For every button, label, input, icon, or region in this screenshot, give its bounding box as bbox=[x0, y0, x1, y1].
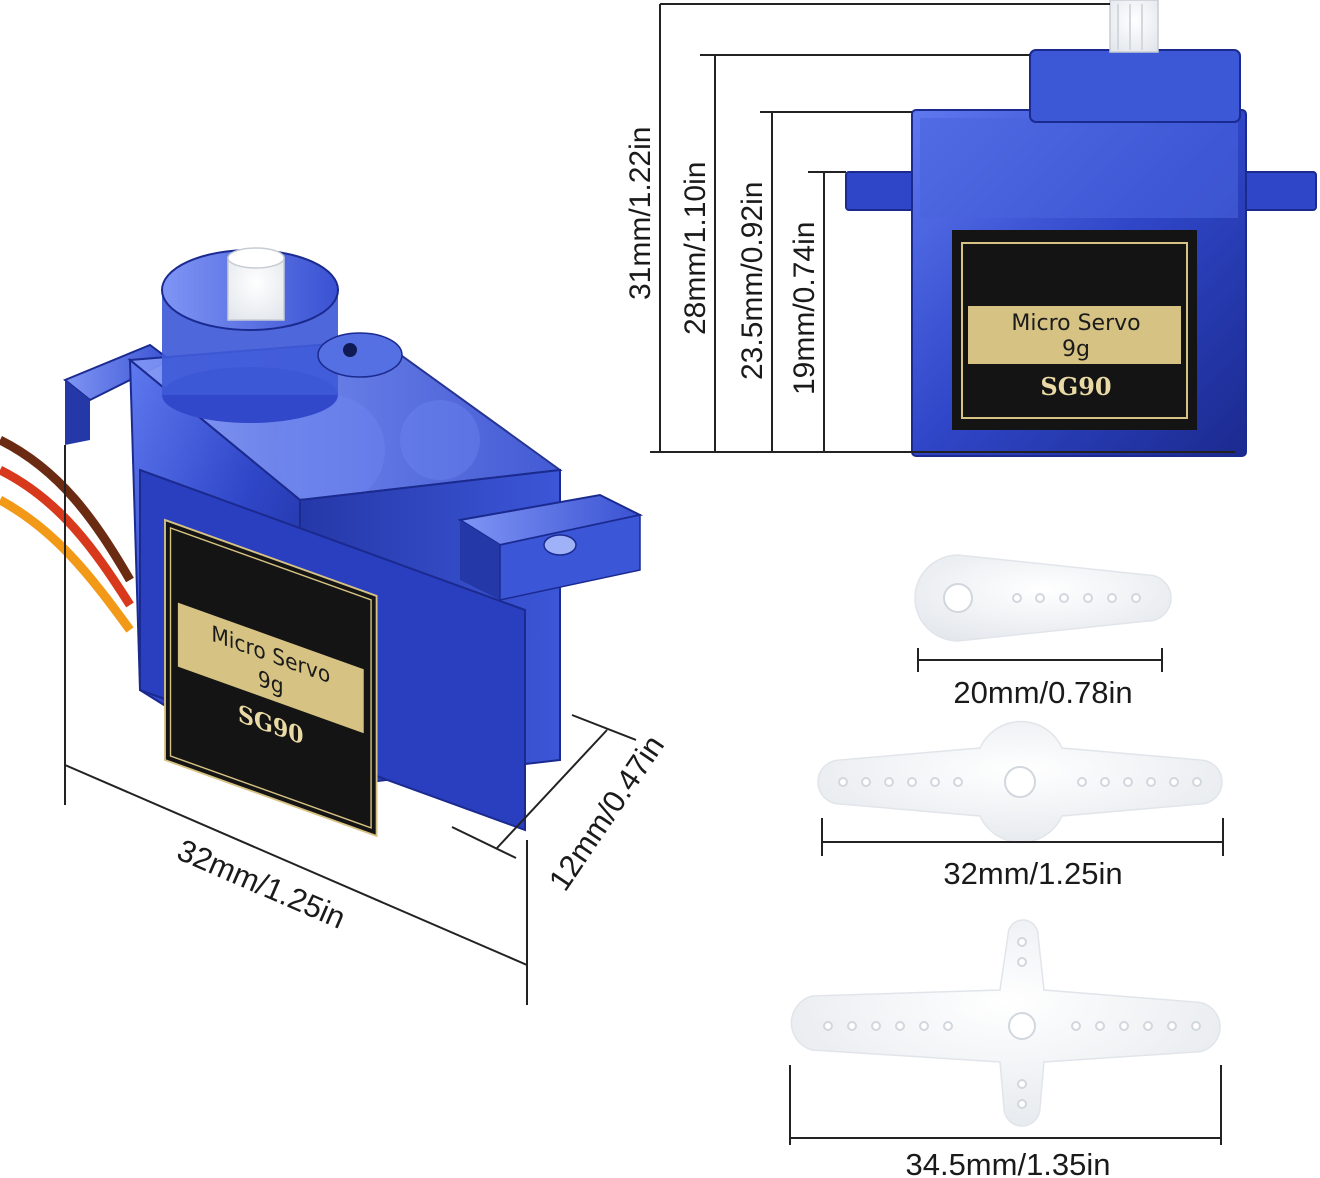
servo-front-label-line1: Micro Servo bbox=[1011, 311, 1140, 336]
body-depth-label: 12mm/0.47in bbox=[542, 729, 671, 897]
servo-front-model-name: SG90 bbox=[1040, 372, 1111, 401]
single-arm-label: 20mm/0.78in bbox=[953, 675, 1132, 710]
double-arm-dimension: 32mm/1.25in bbox=[821, 818, 1224, 891]
single-arm-dimension: 20mm/0.78in bbox=[917, 648, 1163, 710]
height-flange-top-label: 23.5mm/0.92in bbox=[736, 182, 769, 380]
single-arm-horn bbox=[914, 554, 1172, 642]
cross-arm-horn bbox=[790, 919, 1221, 1127]
height-flange-label: 19mm/0.74in bbox=[788, 222, 821, 395]
height-dimensions: 31mm/1.22in 28mm/1.10in 23.5mm/0.92in 19… bbox=[624, 3, 1235, 453]
cross-arm-dimension: 34.5mm/1.35in bbox=[789, 1065, 1222, 1178]
height-top-case-label: 28mm/1.10in bbox=[679, 162, 712, 335]
servo-front-label-line2: 9g bbox=[1062, 337, 1090, 362]
servo-wires bbox=[0, 435, 134, 633]
servo-perspective-view: Micro Servo 9g SG90 bbox=[0, 247, 643, 838]
cross-arm-label: 34.5mm/1.35in bbox=[905, 1147, 1110, 1178]
body-width-label: 32mm/1.25in bbox=[172, 832, 350, 935]
servo-label-front: Micro Servo 9g SG90 bbox=[952, 230, 1197, 430]
double-arm-label: 32mm/1.25in bbox=[943, 856, 1122, 891]
servo-front-view: Micro Servo 9g SG90 bbox=[845, 0, 1317, 457]
height-total-label: 31mm/1.22in bbox=[624, 127, 657, 300]
double-arm-horn bbox=[817, 720, 1223, 844]
servo-label-perspective: Micro Servo 9g SG90 bbox=[164, 518, 378, 838]
